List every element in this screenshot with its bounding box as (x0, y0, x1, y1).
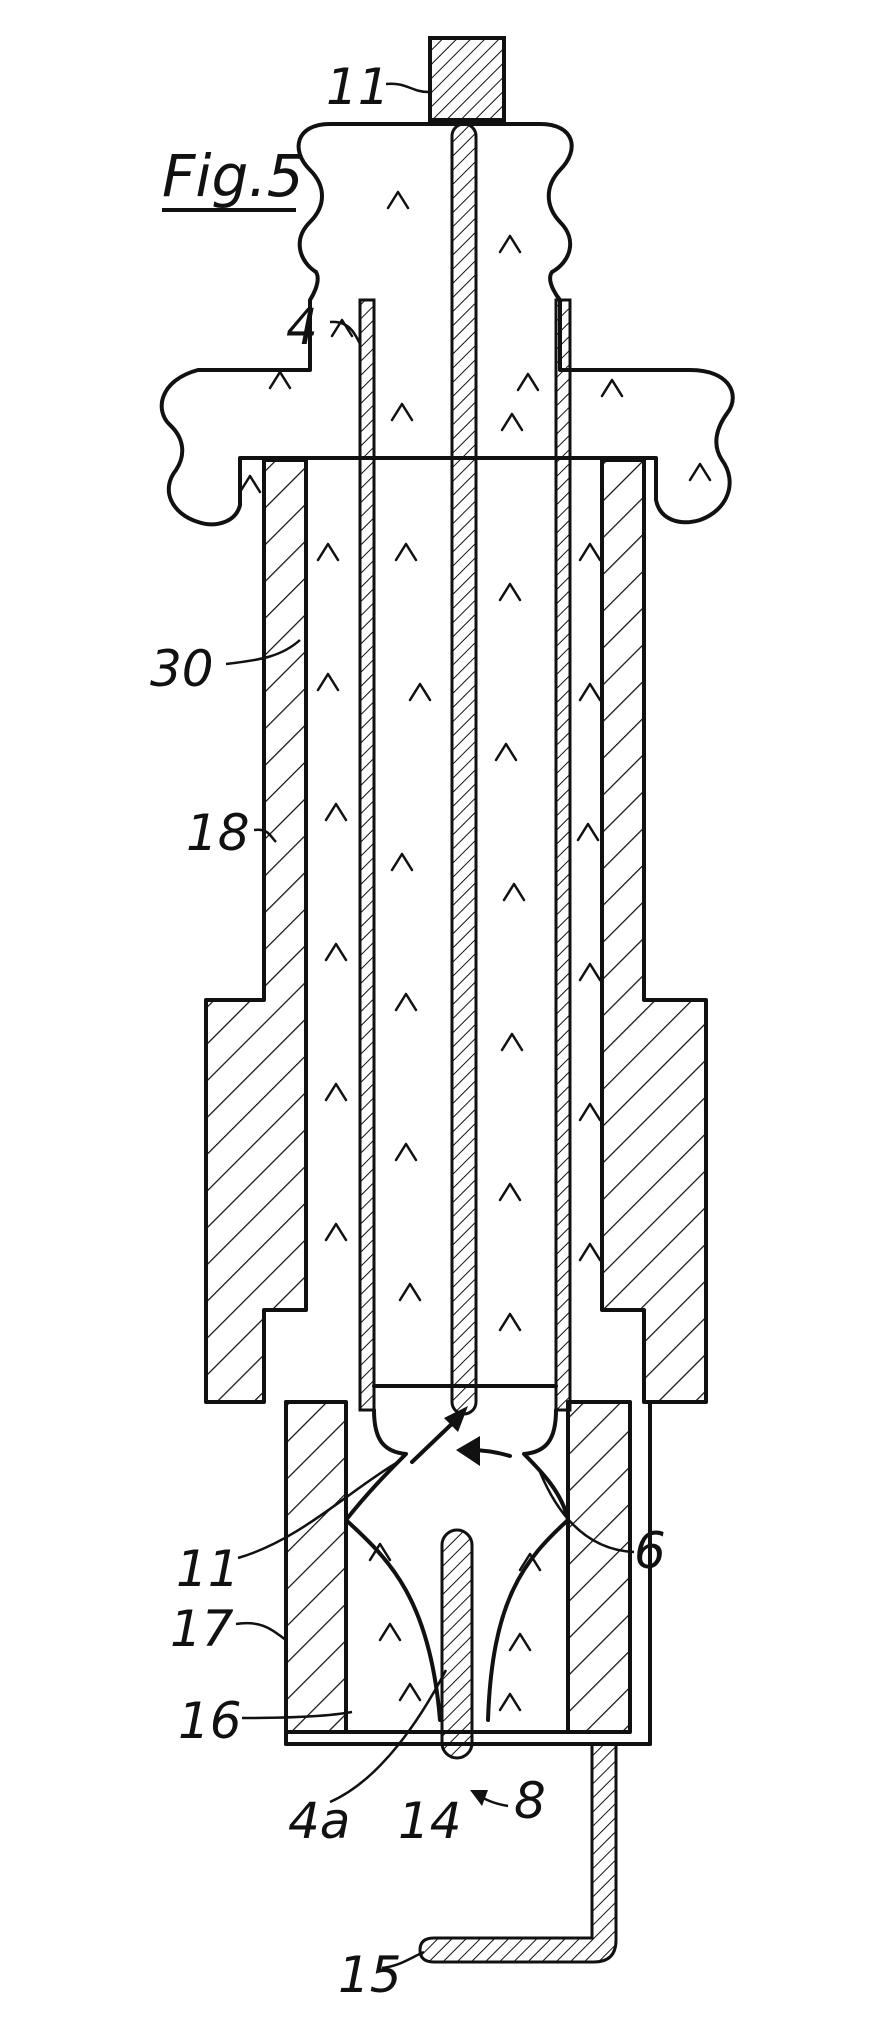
leader-4a (329, 1669, 448, 1804)
insulation-chevrons (238, 190, 712, 1712)
label-4a: 4a (288, 1792, 350, 1850)
label-6: 6 (634, 1522, 666, 1580)
leader-11-top (385, 82, 429, 94)
leader-15 (381, 1950, 425, 1970)
leader-4 (329, 320, 362, 345)
label-8: 8 (514, 1772, 546, 1830)
label-14: 14 (398, 1792, 462, 1850)
ground-electrode (440, 1528, 474, 1760)
label-11-top: 11 (326, 58, 390, 116)
electrode-wall-right (554, 298, 572, 1412)
ground-strap (418, 1742, 618, 1964)
label-16: 16 (178, 1692, 242, 1750)
label-17: 17 (170, 1600, 234, 1658)
label-15: 15 (338, 1946, 402, 2004)
top-terminal (428, 36, 506, 122)
shell-right (600, 458, 708, 1404)
leader-16 (241, 1710, 353, 1720)
label-30: 30 (150, 640, 214, 698)
cusp-right (486, 1518, 570, 1722)
flow-arrowhead-right (456, 1436, 480, 1466)
center-electrode (450, 122, 478, 1416)
leader-18 (253, 828, 277, 843)
leader-17 (235, 1621, 287, 1642)
leader-6 (538, 1471, 635, 1554)
label-4: 4 (286, 298, 318, 356)
lower-sleeve-left (284, 1400, 348, 1734)
figure-title: Fig.5 (162, 142, 304, 210)
flow-arrow-left (410, 1416, 460, 1464)
label-18: 18 (186, 804, 250, 862)
cusp-left (344, 1518, 442, 1722)
lower-sleeve-right (566, 1400, 632, 1734)
leader-11-mid (237, 1460, 399, 1560)
insulator-outline (159, 122, 735, 527)
shell-left (204, 458, 308, 1404)
leader-8-arrowhead (470, 1790, 488, 1806)
leader-30 (225, 639, 301, 666)
label-11-mid: 11 (176, 1540, 240, 1598)
chamber-curve-right (522, 1408, 570, 1522)
chamber-curve-left (344, 1408, 408, 1522)
flow-arrowhead-left (444, 1406, 468, 1432)
electrode-wall-left (358, 298, 376, 1412)
